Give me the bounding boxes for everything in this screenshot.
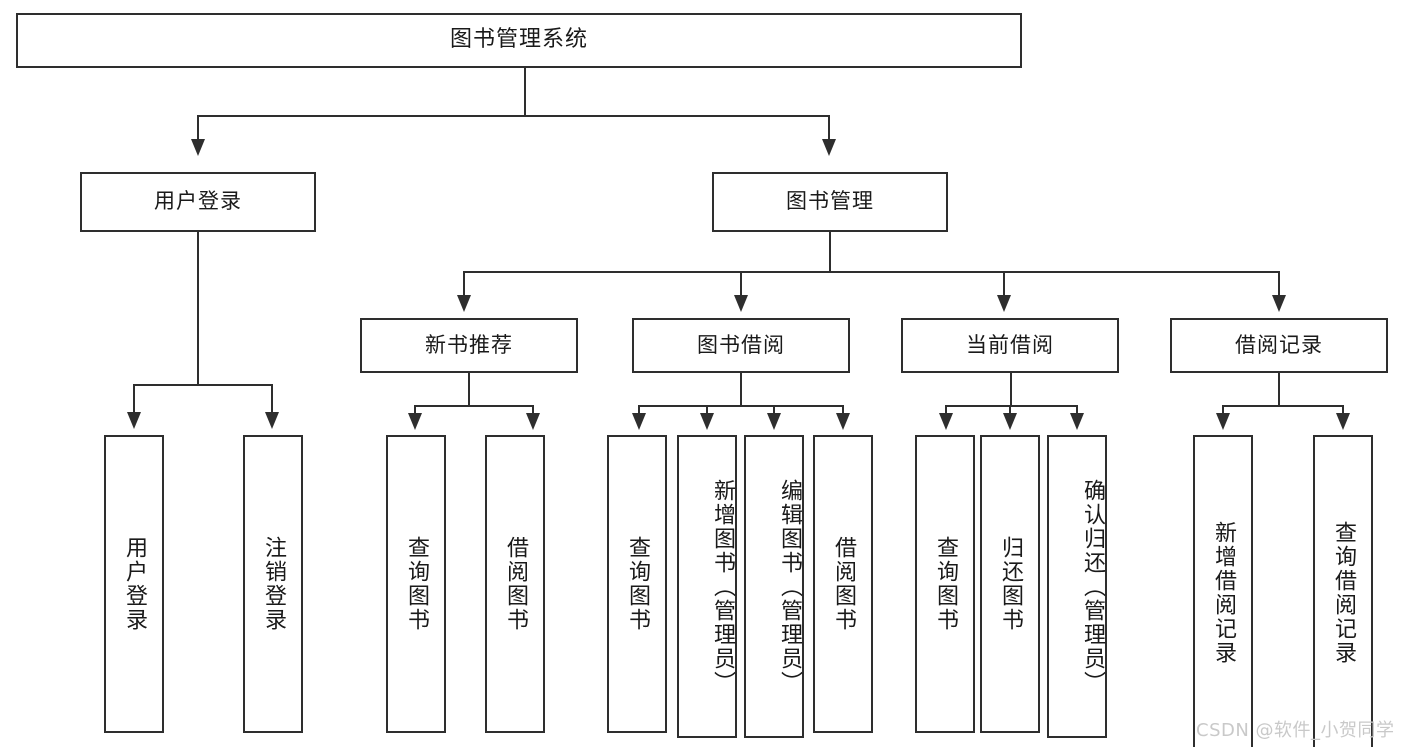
leaf-label: 新增借阅记录 [1210,521,1236,665]
leaf-current-borrow-return-book[interactable]: 归还图书 [980,435,1040,733]
leaf-label: 确认归还（管理员） [1080,478,1105,695]
connector-bb-bar [638,405,844,407]
leaf-book-borrow-edit-book-admin[interactable]: 编辑图书（管理员） [744,435,804,738]
connector-book-management-bar [463,271,1280,273]
connector-bb-drop-4 [842,405,844,415]
connector-br-stem [1278,373,1280,406]
connector-cb-drop-2 [1009,405,1011,415]
connector-br-drop-2 [1342,405,1344,415]
leaf-label: 借阅图书 [502,536,528,632]
leaf-borrow-record-add-record[interactable]: 新增借阅记录 [1193,435,1253,747]
arrow-nbr-leaf-2 [526,413,540,430]
connector-br-drop-1 [1222,405,1224,415]
connector-bb-drop-2 [706,405,708,415]
leaf-book-borrow-query-book[interactable]: 查询图书 [607,435,667,733]
connector-bm-drop-2 [740,271,742,297]
arrow-cb-leaf-1 [939,413,953,430]
connector-cb-bar [945,405,1078,407]
arrow-bm-to-book-borrow [734,295,748,312]
connector-bb-stem [740,373,742,406]
arrow-user-login-leaf-2 [265,412,279,429]
arrow-root-to-user-login [191,139,205,156]
arrow-user-login-leaf-1 [127,412,141,429]
leaf-book-borrow-add-book-admin[interactable]: 新增图书（管理员） [677,435,737,738]
connector-cb-drop-3 [1076,405,1078,415]
arrow-bm-to-borrow-record [1272,295,1286,312]
watermark-text: CSDN @软件_小贺同学 [1196,720,1395,741]
connector-bm-drop-1 [463,271,465,297]
connector-root-drop-right [828,115,830,141]
connector-bm-drop-3 [1003,271,1005,297]
arrow-bb-leaf-1 [632,413,646,430]
arrow-root-to-book-management [822,139,836,156]
leaf-label: 新增图书（管理员） [710,478,735,695]
connector-cb-drop-1 [945,405,947,415]
leaf-label: 归还图书 [997,536,1023,632]
connector-root-bar [197,115,829,117]
node-current-borrow[interactable]: 当前借阅 [901,318,1119,373]
connector-root-drop-left [197,115,199,141]
leaf-label: 借阅图书 [830,536,856,632]
leaf-label: 查询借阅记录 [1330,521,1356,665]
arrow-nbr-leaf-1 [408,413,422,430]
connector-bb-drop-3 [773,405,775,415]
node-new-book-recommend[interactable]: 新书推荐 [360,318,578,373]
arrow-cb-leaf-3 [1070,413,1084,430]
node-root-book-management-system[interactable]: 图书管理系统 [16,13,1022,68]
connector-user-login-stem [197,232,199,385]
connector-user-login-drop-2 [271,384,273,414]
node-book-management[interactable]: 图书管理 [712,172,948,232]
connector-nbr-drop-2 [532,405,534,415]
node-user-login[interactable]: 用户登录 [80,172,316,232]
arrow-bb-leaf-3 [767,413,781,430]
leaf-book-borrow-borrow-book[interactable]: 借阅图书 [813,435,873,733]
arrow-cb-leaf-2 [1003,413,1017,430]
leaf-user-login-logout[interactable]: 注销登录 [243,435,303,733]
node-borrow-record[interactable]: 借阅记录 [1170,318,1388,373]
connector-nbr-bar [414,405,534,407]
connector-nbr-drop-1 [414,405,416,415]
leaf-borrow-record-query-record[interactable]: 查询借阅记录 [1313,435,1373,747]
connector-user-login-bar [133,384,273,386]
leaf-label: 查询图书 [403,536,429,632]
connector-book-management-stem [829,232,831,273]
leaf-label: 查询图书 [932,536,958,632]
leaf-current-borrow-query-book[interactable]: 查询图书 [915,435,975,733]
arrow-br-leaf-2 [1336,413,1350,430]
arrow-bb-leaf-4 [836,413,850,430]
node-book-borrow[interactable]: 图书借阅 [632,318,850,373]
leaf-label: 注销登录 [260,536,286,632]
connector-br-bar [1222,405,1344,407]
arrow-bb-leaf-2 [700,413,714,430]
connector-root-stem [524,68,526,116]
leaf-new-book-query-book[interactable]: 查询图书 [386,435,446,733]
connector-user-login-drop-1 [133,384,135,414]
arrow-bm-to-current-borrow [997,295,1011,312]
leaf-current-borrow-confirm-return-admin[interactable]: 确认归还（管理员） [1047,435,1107,738]
connector-bb-drop-1 [638,405,640,415]
arrow-br-leaf-1 [1216,413,1230,430]
leaf-label: 编辑图书（管理员） [777,478,802,695]
leaf-label: 用户登录 [121,536,147,632]
connector-cb-stem [1010,373,1012,406]
leaf-user-login-login[interactable]: 用户登录 [104,435,164,733]
connector-nbr-stem [468,373,470,406]
arrow-bm-to-new-book-recommend [457,295,471,312]
leaf-label: 查询图书 [624,536,650,632]
leaf-new-book-borrow-book[interactable]: 借阅图书 [485,435,545,733]
connector-bm-drop-4 [1278,271,1280,297]
